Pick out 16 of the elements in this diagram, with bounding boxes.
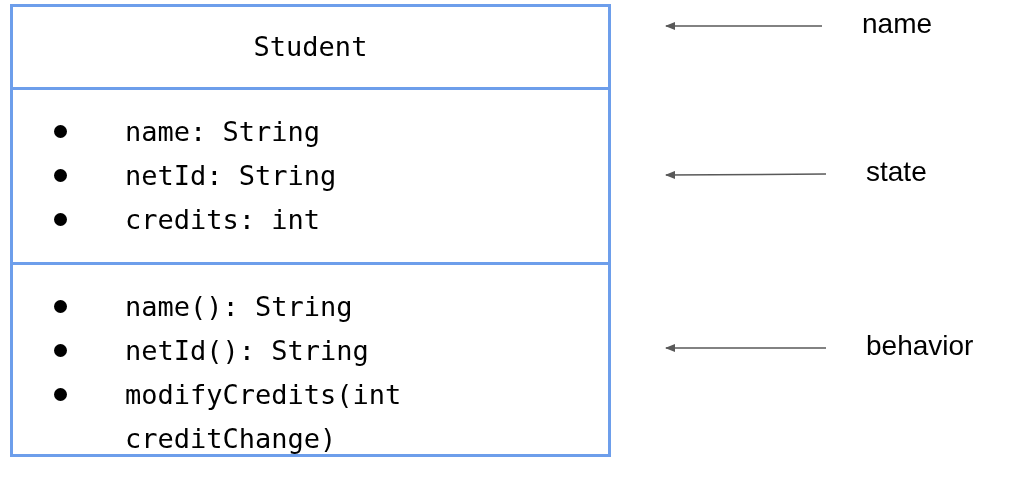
method-text: modifyCredits(int creditChange) (125, 373, 495, 461)
attribute-text: credits: int (125, 198, 321, 242)
leader-arrow (665, 170, 827, 179)
method-text: name(): String (125, 285, 353, 329)
attribute-text: name: String (125, 110, 321, 154)
leader-arrow (665, 22, 823, 30)
annotation-label: state (866, 156, 927, 188)
methods-compartment (10, 262, 611, 457)
leader-arrow (665, 344, 827, 352)
class-name: Student (253, 31, 368, 62)
annotation-label: behavior (866, 330, 974, 362)
attribute-text: netId: String (125, 154, 337, 198)
method-text: netId(): String (125, 329, 369, 373)
annotation-label: name (862, 8, 933, 40)
attributes-compartment (10, 87, 611, 265)
class-name-compartment (10, 4, 611, 90)
